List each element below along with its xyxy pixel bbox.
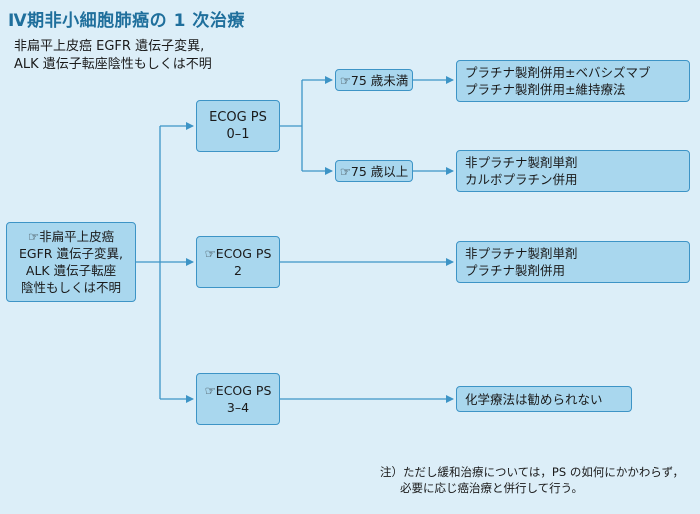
treat-under-box: プラチナ製剤併用±ベバシズマブ プラチナ製剤併用±維持療法 [456, 60, 690, 102]
age-under-label: ☞75 歳未満 [339, 72, 409, 88]
footnote-line2: 必要に応じ癌治療と併行して行う。 [400, 481, 583, 495]
ps34-line1: ☞ECOG PS [204, 383, 272, 398]
subtitle-line1: 非扁平上皮癌 EGFR 遺伝子変異, [14, 39, 205, 54]
ps01-line2: 0–1 [226, 127, 250, 142]
treat-ps2-line2: プラチナ製剤併用 [465, 263, 566, 278]
treat-ps2-line1: 非プラチナ製剤単剤 [465, 246, 578, 261]
subtitle-line2: ALK 遺伝子転座陰性もしくは不明 [14, 57, 212, 72]
treat-ps34-box: 化学療法は勧められない [456, 386, 632, 412]
root-box: ☞非扁平上皮癌 EGFR 遺伝子変異, ALK 遺伝子転座 陰性もしくは不明 [6, 222, 136, 302]
age-under-box: ☞75 歳未満 [335, 69, 413, 91]
root-line3: ALK 遺伝子転座 [25, 263, 117, 278]
ps2-box: ☞ECOG PS 2 [196, 236, 280, 288]
ps2-line2: 2 [234, 263, 242, 278]
treat-ps34-label: 化学療法は勧められない [465, 391, 603, 407]
ps34-line2: 3–4 [226, 400, 250, 415]
root-line2: EGFR 遺伝子変異, [19, 246, 123, 261]
ps2-line1: ☞ECOG PS [204, 246, 272, 261]
root-line1: ☞非扁平上皮癌 [27, 229, 115, 244]
treat-over-line1: 非プラチナ製剤単剤 [465, 155, 578, 170]
footnote: 注）ただし緩和治療については，PS の如何にかかわらず， 必要に応じ癌治療と併行… [380, 464, 684, 496]
age-over-label: ☞75 歳以上 [339, 163, 409, 179]
ps01-box: ECOG PS 0–1 [196, 100, 280, 152]
age-over-box: ☞75 歳以上 [335, 160, 413, 182]
root-line4: 陰性もしくは不明 [20, 280, 121, 295]
treat-over-line2: カルボプラチン併用 [465, 172, 578, 187]
treat-over-box: 非プラチナ製剤単剤 カルボプラチン併用 [456, 150, 690, 192]
treat-under-line2: プラチナ製剤併用±維持療法 [465, 82, 626, 97]
page-title: Ⅳ期非小細胞肺癌の 1 次治療 [8, 11, 245, 31]
treat-under-line1: プラチナ製剤併用±ベバシズマブ [465, 65, 651, 80]
treat-ps2-box: 非プラチナ製剤単剤 プラチナ製剤併用 [456, 241, 690, 283]
ps34-box: ☞ECOG PS 3–4 [196, 373, 280, 425]
subtitle: 非扁平上皮癌 EGFR 遺伝子変異, ALK 遺伝子転座陰性もしくは不明 [14, 38, 212, 74]
footnote-line1: 注）ただし緩和治療については，PS の如何にかかわらず， [380, 465, 685, 479]
ps01-line1: ECOG PS [209, 110, 267, 125]
